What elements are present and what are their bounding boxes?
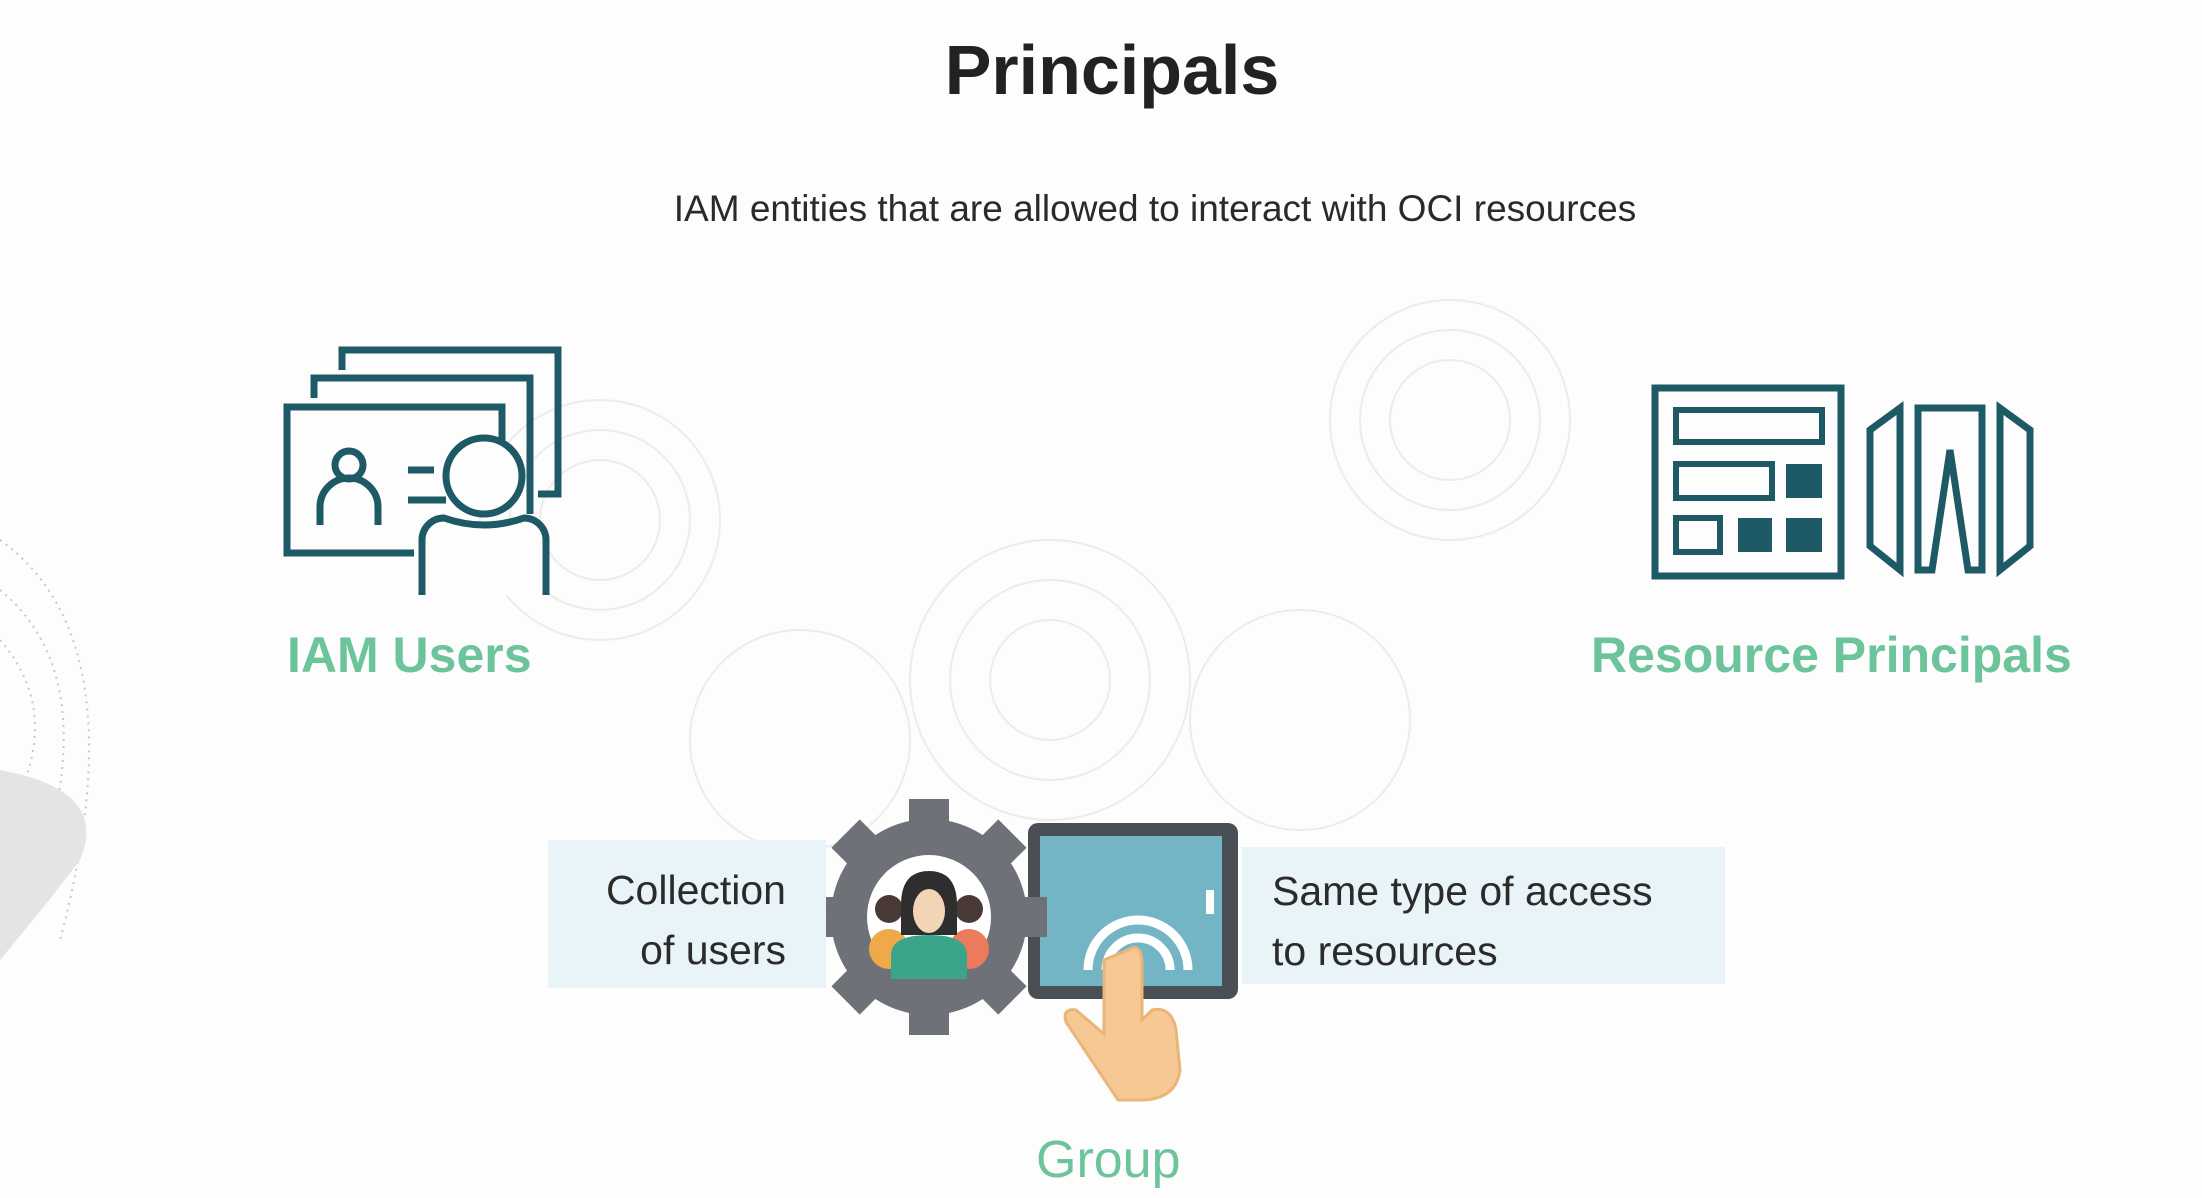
group-note-left: Collection of users (548, 840, 826, 988)
resource-principals-icon (1651, 384, 2034, 580)
slide-subtitle: IAM entities that are allowed to interac… (673, 188, 1637, 229)
group-note-right: Same type of access to resources (1242, 847, 1725, 984)
background-pattern (479, 299, 1571, 851)
note-left-line2: of users (640, 927, 786, 973)
group-icon (811, 799, 1238, 1102)
iam-users-icon (283, 346, 562, 595)
iam-users-label: IAM Users (287, 627, 532, 683)
note-right-line1: Same type of access (1272, 868, 1653, 914)
slide-title: Principals (944, 31, 1280, 109)
group-label: Group (1036, 1131, 1181, 1189)
note-left-line1: Collection (605, 867, 786, 913)
note-right-line2: to resources (1272, 928, 1498, 974)
resource-principals-label: Resource Principals (1591, 627, 2072, 683)
edge-shape (0, 770, 87, 960)
